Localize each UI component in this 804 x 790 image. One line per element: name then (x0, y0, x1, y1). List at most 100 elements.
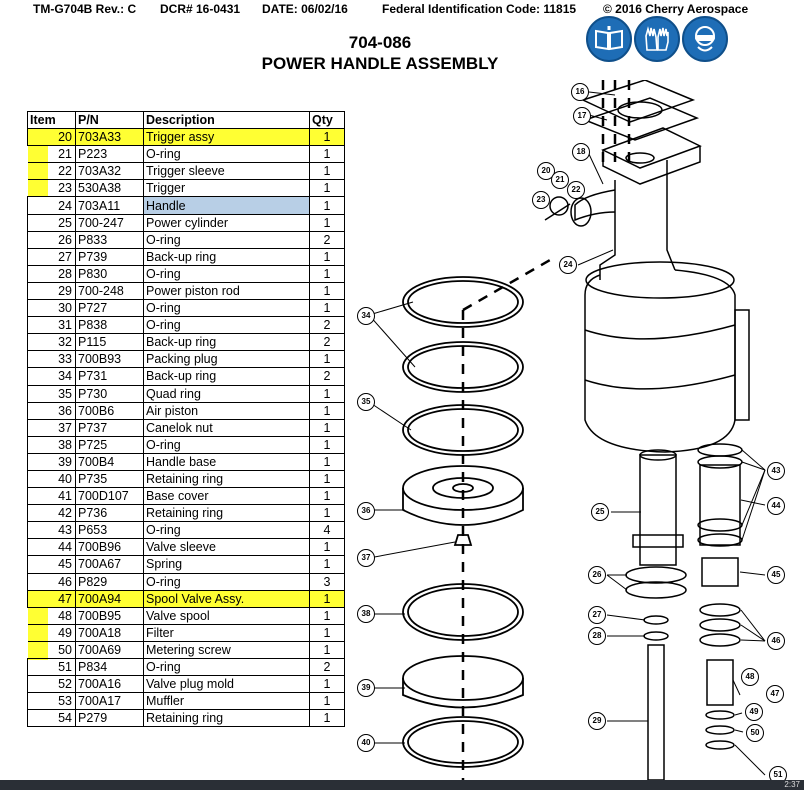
pn-cell: 700D107 (75, 487, 144, 506)
description-cell: Handle (143, 196, 310, 215)
description-cell: Filter (143, 623, 310, 642)
callout-balloon: 35 (357, 393, 375, 411)
pn-cell: P833 (75, 230, 144, 249)
qty-cell: 1 (309, 145, 345, 164)
qty-cell: 1 (309, 401, 345, 420)
item-cell: 31 (27, 316, 76, 335)
item-cell: 53 (27, 692, 76, 711)
pn-cell: P279 (75, 709, 144, 728)
item-cell: 51 (27, 657, 76, 677)
description-cell: Valve spool (143, 606, 310, 625)
item-cell: 40 (27, 469, 76, 489)
taskbar-clock: 2:37 (784, 780, 800, 789)
qty-cell: 1 (309, 589, 345, 608)
item-cell: 26 (27, 230, 76, 249)
pn-cell: P115 (75, 333, 144, 352)
pn-cell: P739 (75, 247, 144, 266)
description-cell: O-ring (143, 572, 310, 591)
description-cell: Power cylinder (143, 213, 310, 232)
page-header: TM-G704B Rev.: C DCR# 16-0431 DATE: 06/0… (0, 0, 804, 18)
pn-cell: P736 (75, 504, 144, 523)
qty-cell: 1 (309, 179, 345, 198)
qty-cell: 1 (309, 196, 345, 215)
description-cell: Trigger sleeve (143, 162, 310, 181)
qty-cell: 1 (309, 299, 345, 318)
pn-cell: P730 (75, 384, 144, 403)
item-cell: 48 (27, 606, 76, 625)
item-cell: 42 (27, 504, 76, 523)
callout-balloon: 29 (588, 712, 606, 730)
callout-balloon: 40 (357, 734, 375, 752)
callout-balloon: 24 (559, 256, 577, 274)
taskbar: 2:37 (0, 780, 804, 790)
item-cell: 41 (27, 487, 76, 506)
description-cell: Quad ring (143, 384, 310, 403)
callout-balloon: 38 (357, 605, 375, 623)
qty-cell: 1 (309, 709, 345, 728)
pn-cell: 700A94 (75, 589, 144, 608)
qty-cell: 2 (309, 333, 345, 352)
pn-cell: 700B6 (75, 401, 144, 420)
description-cell: O-ring (143, 230, 310, 249)
gloves-icon (634, 16, 680, 62)
qty-cell: 1 (309, 435, 345, 454)
pn-cell: 703A32 (75, 162, 144, 181)
qty-cell: 2 (309, 367, 345, 386)
pn-cell: 700B93 (75, 350, 144, 369)
qty-cell: 1 (309, 264, 345, 283)
item-cell: 47 (27, 589, 76, 608)
description-cell: Valve sleeve (143, 538, 310, 557)
callout-balloon: 17 (573, 107, 591, 125)
description-cell: O-ring (143, 657, 310, 677)
pn-cell: P653 (75, 521, 144, 540)
description-cell: Trigger assy (143, 128, 310, 147)
description-cell: Handle base (143, 452, 310, 471)
qty-cell: 1 (309, 675, 345, 694)
item-cell: 33 (27, 350, 76, 369)
callout-balloon: 39 (357, 679, 375, 697)
callout-balloon: 45 (767, 566, 785, 584)
item-cell: 32 (27, 333, 76, 352)
description-cell: Back-up ring (143, 367, 310, 386)
doc-date: DATE: 06/02/16 (262, 2, 348, 16)
pn-cell: P830 (75, 264, 144, 283)
item-cell: 21 (27, 145, 76, 164)
item-cell: 22 (27, 162, 76, 181)
